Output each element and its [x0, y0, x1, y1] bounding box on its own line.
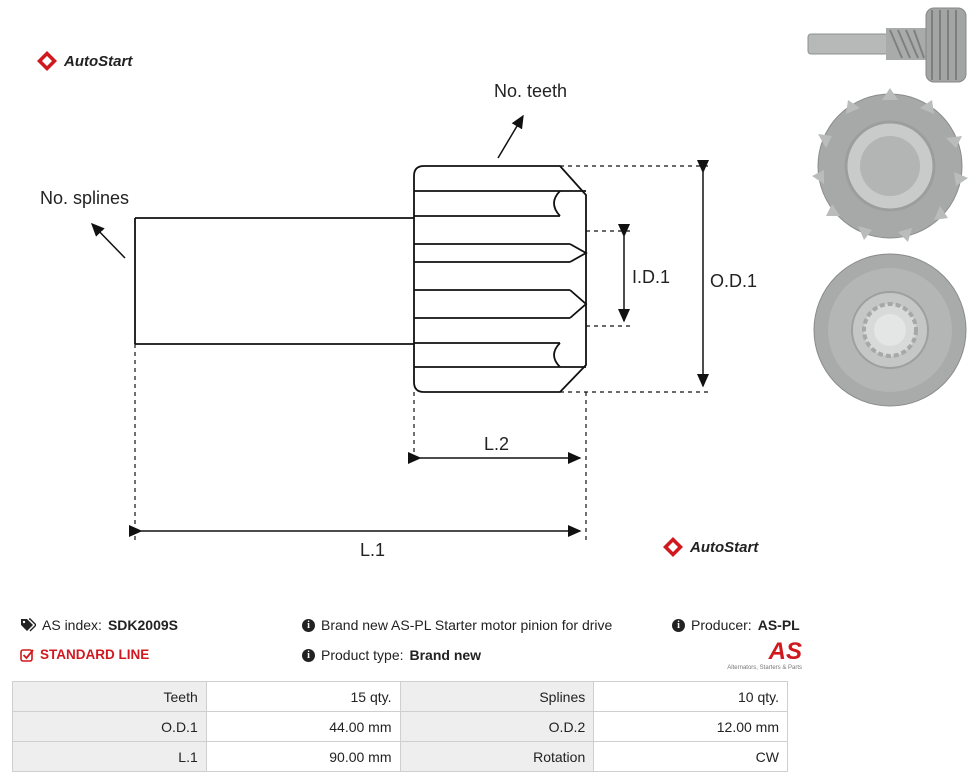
producer-label: Producer:	[691, 617, 752, 633]
product-type-label: Product type:	[321, 647, 404, 663]
table-row: Teeth 15 qty. Splines 10 qty.	[12, 681, 788, 712]
brand-name: AutoStart	[64, 52, 133, 70]
shaft-outline	[134, 217, 414, 345]
spec-label: Teeth	[12, 681, 207, 712]
spec-label: O.D.2	[399, 711, 595, 742]
spec-label: L.1	[12, 741, 207, 772]
label-od1: O.D.1	[710, 271, 757, 291]
spec-value: 44.00 mm	[205, 711, 401, 742]
product-type-row: i Product type: Brand new	[302, 647, 481, 663]
spec-value: CW	[593, 741, 788, 772]
label-id1: I.D.1	[632, 267, 670, 287]
producer-row: i Producer: AS-PL	[672, 617, 800, 633]
checkbox-icon	[20, 648, 34, 662]
label-no-splines: No. splines	[40, 188, 129, 208]
as-pl-logo-tagline: Alternators, Starters & Parts	[727, 665, 802, 671]
as-pl-logo: AS Alternators, Starters & Parts	[706, 638, 802, 672]
label-l1: L.1	[360, 540, 385, 560]
autostart-logo-icon	[37, 51, 57, 71]
brand-name: AutoStart	[690, 538, 759, 556]
dimension-arrows	[90, 114, 709, 537]
specs-table: Teeth 15 qty. Splines 10 qty. O.D.1 44.0…	[12, 681, 788, 772]
description-row: i Brand new AS-PL Starter motor pinion f…	[302, 617, 612, 633]
producer-value: AS-PL	[757, 617, 800, 633]
info-icon: i	[302, 618, 315, 632]
tags-icon	[21, 618, 36, 632]
as-index-value: SDK2009S	[107, 617, 178, 633]
as-index-label: AS index:	[42, 617, 102, 633]
spec-label: Rotation	[399, 741, 595, 772]
info-icon: i	[302, 648, 315, 662]
spec-label: Splines	[399, 681, 595, 712]
spec-value: 15 qty.	[205, 681, 401, 712]
spec-label: O.D.1	[12, 711, 207, 742]
product-type-value: Brand new	[409, 647, 482, 663]
pinion-outline	[413, 165, 588, 393]
product-photo-back[interactable]	[806, 250, 971, 410]
standard-line-label: STANDARD LINE	[40, 647, 150, 662]
technical-drawing: No. teeth No. splines I.D.1 O.D.1 L.2 L.…	[40, 81, 757, 560]
product-photo-side[interactable]	[806, 0, 971, 84]
spec-value: 10 qty.	[593, 681, 788, 712]
table-row: O.D.1 44.00 mm O.D.2 12.00 mm	[12, 711, 788, 742]
table-row: L.1 90.00 mm Rotation CW	[12, 741, 788, 772]
standard-line-row: STANDARD LINE	[20, 647, 149, 662]
spec-value: 12.00 mm	[593, 711, 788, 742]
as-index-row: AS index: SDK2009S	[20, 617, 178, 633]
extension-lines	[134, 165, 712, 540]
description-text: Brand new AS-PL Starter motor pinion for…	[321, 617, 613, 633]
label-no-teeth: No. teeth	[494, 81, 567, 101]
spec-value: 90.00 mm	[205, 741, 401, 772]
product-photo-front[interactable]	[806, 86, 971, 246]
label-l2: L.2	[484, 434, 509, 454]
autostart-logo-icon	[663, 537, 683, 557]
autostart-logo-bottom: AutoStart	[662, 536, 758, 558]
as-pl-logo-mark: AS	[768, 638, 802, 665]
autostart-logo-top: AutoStart	[36, 50, 132, 72]
info-icon: i	[672, 618, 685, 632]
